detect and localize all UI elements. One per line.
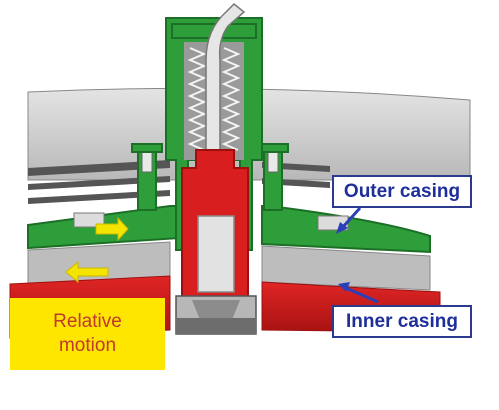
cable-tube xyxy=(205,2,246,161)
gap-band-right xyxy=(261,245,431,291)
inner-casing-label-text: Inner casing xyxy=(346,310,458,332)
shoe-groove xyxy=(192,300,240,320)
plunger-slot xyxy=(197,215,235,293)
arrow-inner-casing-motion xyxy=(65,260,109,284)
shoe-base xyxy=(176,318,256,334)
spring-right xyxy=(221,47,241,151)
bolt-right xyxy=(257,143,289,211)
bolt-left xyxy=(131,143,163,211)
relative-motion-line-2: motion xyxy=(58,335,117,356)
relative-motion-label: Relative motion xyxy=(10,298,165,370)
spring-left xyxy=(187,47,207,151)
outer-casing-label: Outer casing xyxy=(332,175,472,208)
relative-motion-line-1: Relative xyxy=(53,311,122,332)
pointer-outer-casing xyxy=(336,206,362,234)
outer-casing-left-stripes xyxy=(28,160,170,204)
arrow-outer-casing-motion xyxy=(95,216,129,242)
pointer-inner-casing xyxy=(338,282,379,304)
outer-casing-label-text: Outer casing xyxy=(343,180,461,202)
inner-casing-label: Inner casing xyxy=(332,305,472,338)
